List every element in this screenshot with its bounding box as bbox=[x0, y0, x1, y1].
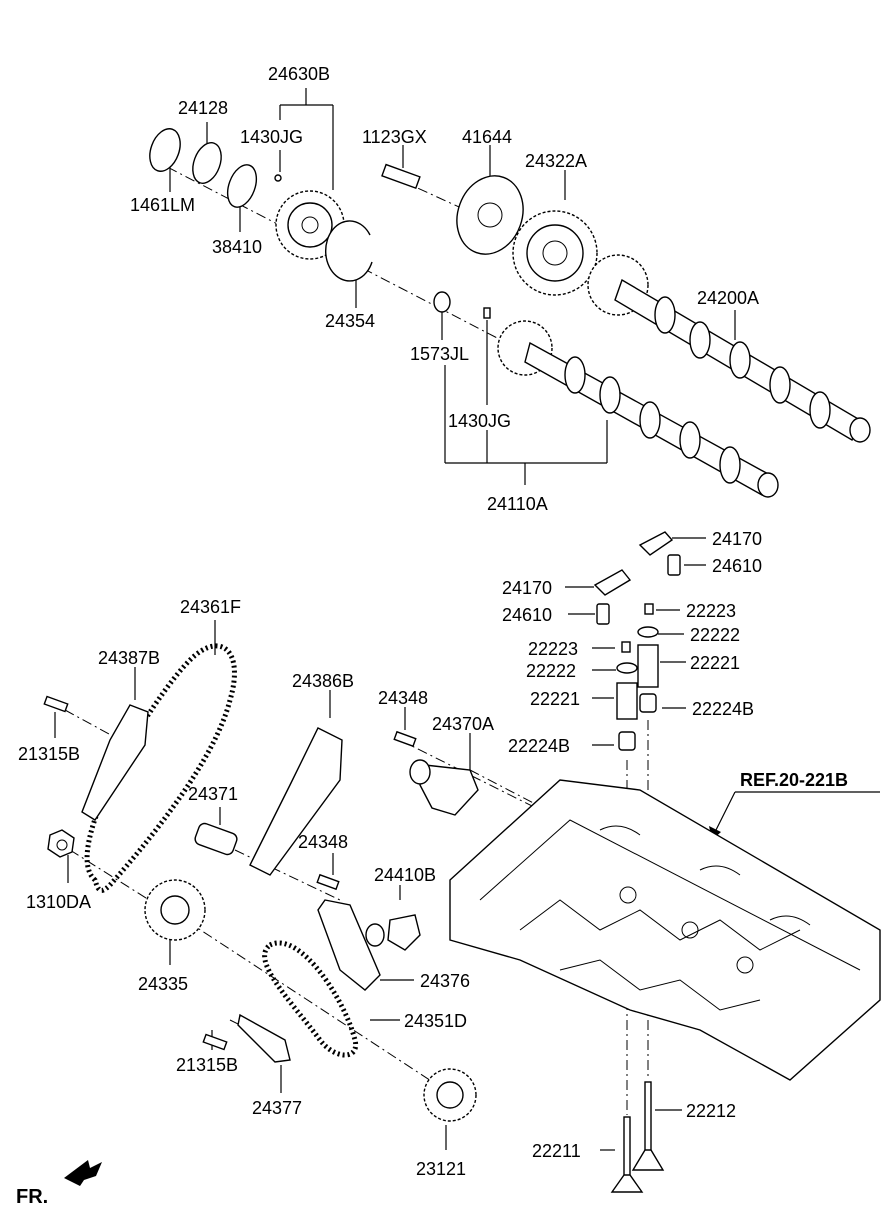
label-1123GX: 1123GX bbox=[362, 127, 427, 147]
label-22222-left: 22222 bbox=[526, 661, 576, 681]
label-24348-lower: 24348 bbox=[298, 832, 348, 852]
ring-24128 bbox=[192, 142, 222, 184]
timing-system bbox=[43, 643, 479, 1186]
label-41644: 41644 bbox=[462, 127, 512, 147]
label-24610-lower: 24610 bbox=[502, 605, 552, 625]
label-1310DA: 1310DA bbox=[26, 892, 91, 912]
label-24610-upper: 24610 bbox=[712, 556, 762, 576]
label-24410B: 24410B bbox=[374, 865, 436, 885]
tensioner-24410B bbox=[387, 914, 421, 951]
ring-38410 bbox=[226, 164, 258, 208]
bolt-21315B-upper bbox=[43, 695, 69, 713]
label-22221-right: 22221 bbox=[690, 653, 740, 673]
plug-1573JL bbox=[433, 291, 451, 313]
label-22223-left: 22223 bbox=[528, 639, 578, 659]
label-1573JL: 1573JL bbox=[410, 344, 469, 364]
label-24351D: 24351D bbox=[404, 1011, 467, 1031]
valve-train bbox=[593, 531, 681, 1193]
camshaft-24110A bbox=[497, 320, 779, 498]
tensioner-24370A bbox=[419, 764, 479, 816]
label-24376: 24376 bbox=[420, 971, 470, 991]
label-24128: 24128 bbox=[178, 98, 228, 118]
label-1430JG-bottom: 1430JG bbox=[448, 411, 511, 431]
label-1461LM: 1461LM bbox=[130, 195, 195, 215]
bolt-1123GX bbox=[381, 163, 421, 190]
label-22211: 22211 bbox=[532, 1141, 581, 1161]
label-front: FR. bbox=[16, 1186, 48, 1208]
label-24387B: 24387B bbox=[98, 648, 160, 668]
nut-1310DA bbox=[47, 829, 75, 858]
chain-guide-24387B bbox=[81, 704, 149, 821]
timing-chain-24351D bbox=[262, 940, 359, 1058]
label-22224B-left: 22224B bbox=[508, 736, 570, 756]
chain-guide-24386B bbox=[249, 727, 343, 876]
label-24630B: 24630B bbox=[268, 64, 330, 84]
part-labels: 24630B 24128 1430JG 1123GX 41644 24322A … bbox=[16, 64, 848, 1208]
rocker-arm-lower bbox=[593, 569, 632, 596]
label-24348-upper: 24348 bbox=[378, 688, 428, 708]
label-24361F: 24361F bbox=[180, 597, 241, 617]
label-22224B-right: 22224B bbox=[692, 699, 754, 719]
label-24386B: 24386B bbox=[292, 671, 354, 691]
label-1430JG-top: 1430JG bbox=[240, 127, 303, 147]
snap-ring-24354 bbox=[325, 220, 373, 282]
camshaft-24200A bbox=[587, 254, 871, 443]
label-ref: REF.20-221B bbox=[740, 770, 848, 790]
label-22222-right: 22222 bbox=[690, 625, 740, 645]
cylinder-head bbox=[449, 779, 881, 1081]
label-24377: 24377 bbox=[252, 1098, 302, 1118]
front-arrow-icon bbox=[64, 1160, 102, 1186]
label-24170-lower: 24170 bbox=[502, 578, 552, 598]
valve-22211 bbox=[610, 1116, 644, 1193]
label-24370A: 24370A bbox=[432, 714, 494, 734]
label-24110A: 24110A bbox=[487, 494, 548, 514]
label-24200A: 24200A bbox=[697, 288, 759, 308]
label-22212: 22212 bbox=[686, 1101, 736, 1121]
label-24322A: 24322A bbox=[525, 151, 587, 171]
label-24335: 24335 bbox=[138, 974, 188, 994]
camshaft-assembly bbox=[149, 128, 871, 498]
label-21315B-upper: 21315B bbox=[18, 744, 80, 764]
label-24170-upper: 24170 bbox=[712, 529, 762, 549]
tensioner-arm-24376 bbox=[317, 899, 381, 991]
label-24371: 24371 bbox=[188, 784, 238, 804]
label-24354: 24354 bbox=[325, 311, 375, 331]
label-23121: 23121 bbox=[416, 1159, 466, 1179]
rocker-arm-upper bbox=[638, 531, 674, 556]
label-38410: 38410 bbox=[212, 237, 262, 257]
label-22223-right: 22223 bbox=[686, 601, 736, 621]
pin-24371 bbox=[194, 822, 238, 856]
valve-22212 bbox=[631, 1081, 665, 1171]
plate-41644 bbox=[456, 175, 524, 255]
snap-ring-1461LM bbox=[149, 128, 181, 172]
label-22221-left: 22221 bbox=[530, 689, 580, 709]
chain-guide-24377 bbox=[237, 1013, 291, 1063]
label-21315B-lower: 21315B bbox=[176, 1055, 238, 1075]
